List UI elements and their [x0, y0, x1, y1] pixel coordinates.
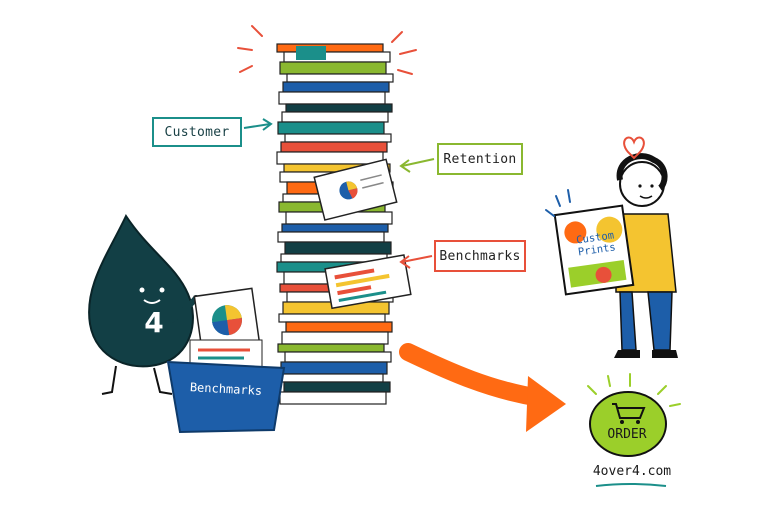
stacked-document — [284, 133, 392, 143]
stacked-document — [284, 351, 392, 363]
sparkle-rays-icon — [545, 189, 571, 217]
customer-label: Customer — [152, 117, 242, 147]
stacked-document — [281, 331, 389, 345]
attention-rays-icon — [237, 25, 417, 75]
bar-report-icon — [324, 254, 412, 310]
stacked-document — [281, 111, 389, 123]
benchmarks-bin-icon — [166, 339, 286, 434]
stacked-document — [277, 343, 385, 353]
stacked-document — [280, 141, 388, 153]
custom-prints-poster-icon — [553, 204, 635, 296]
stacked-document — [285, 103, 393, 113]
pie-chart-report-icon — [313, 158, 398, 221]
stacked-document — [276, 151, 384, 165]
orange-arrow-icon — [399, 343, 566, 432]
top-document-thumbnail — [296, 46, 326, 60]
stacked-document — [276, 43, 384, 53]
mascot-number: 4 — [144, 306, 164, 339]
pie-chart-sheet-icon — [193, 287, 261, 353]
stacked-document — [278, 91, 386, 105]
stacked-document — [278, 313, 386, 323]
stacked-document — [285, 321, 393, 333]
order-button[interactable]: ORDER — [607, 427, 647, 442]
stacked-document — [277, 231, 385, 243]
stacked-document — [277, 121, 385, 135]
benchmarks-label: Benchmarks — [434, 240, 526, 272]
stacked-document — [276, 373, 384, 383]
stacked-document — [281, 223, 389, 233]
stacked-document — [283, 381, 391, 393]
retention-label: Retention — [437, 143, 523, 175]
benchmarks-arrow-icon — [399, 255, 433, 269]
stacked-document — [279, 391, 387, 405]
stacked-document — [286, 73, 394, 83]
heart-icon — [623, 136, 645, 160]
stacked-document — [284, 241, 392, 255]
stacked-document — [280, 361, 388, 375]
order-button-icon — [587, 373, 681, 487]
site-url: 4over4.com — [592, 464, 672, 479]
document-stack — [276, 43, 394, 405]
stacked-document — [282, 81, 390, 93]
stacked-document — [279, 61, 387, 75]
retention-arrow-icon — [399, 158, 435, 173]
customer-arrow-icon — [243, 118, 273, 131]
